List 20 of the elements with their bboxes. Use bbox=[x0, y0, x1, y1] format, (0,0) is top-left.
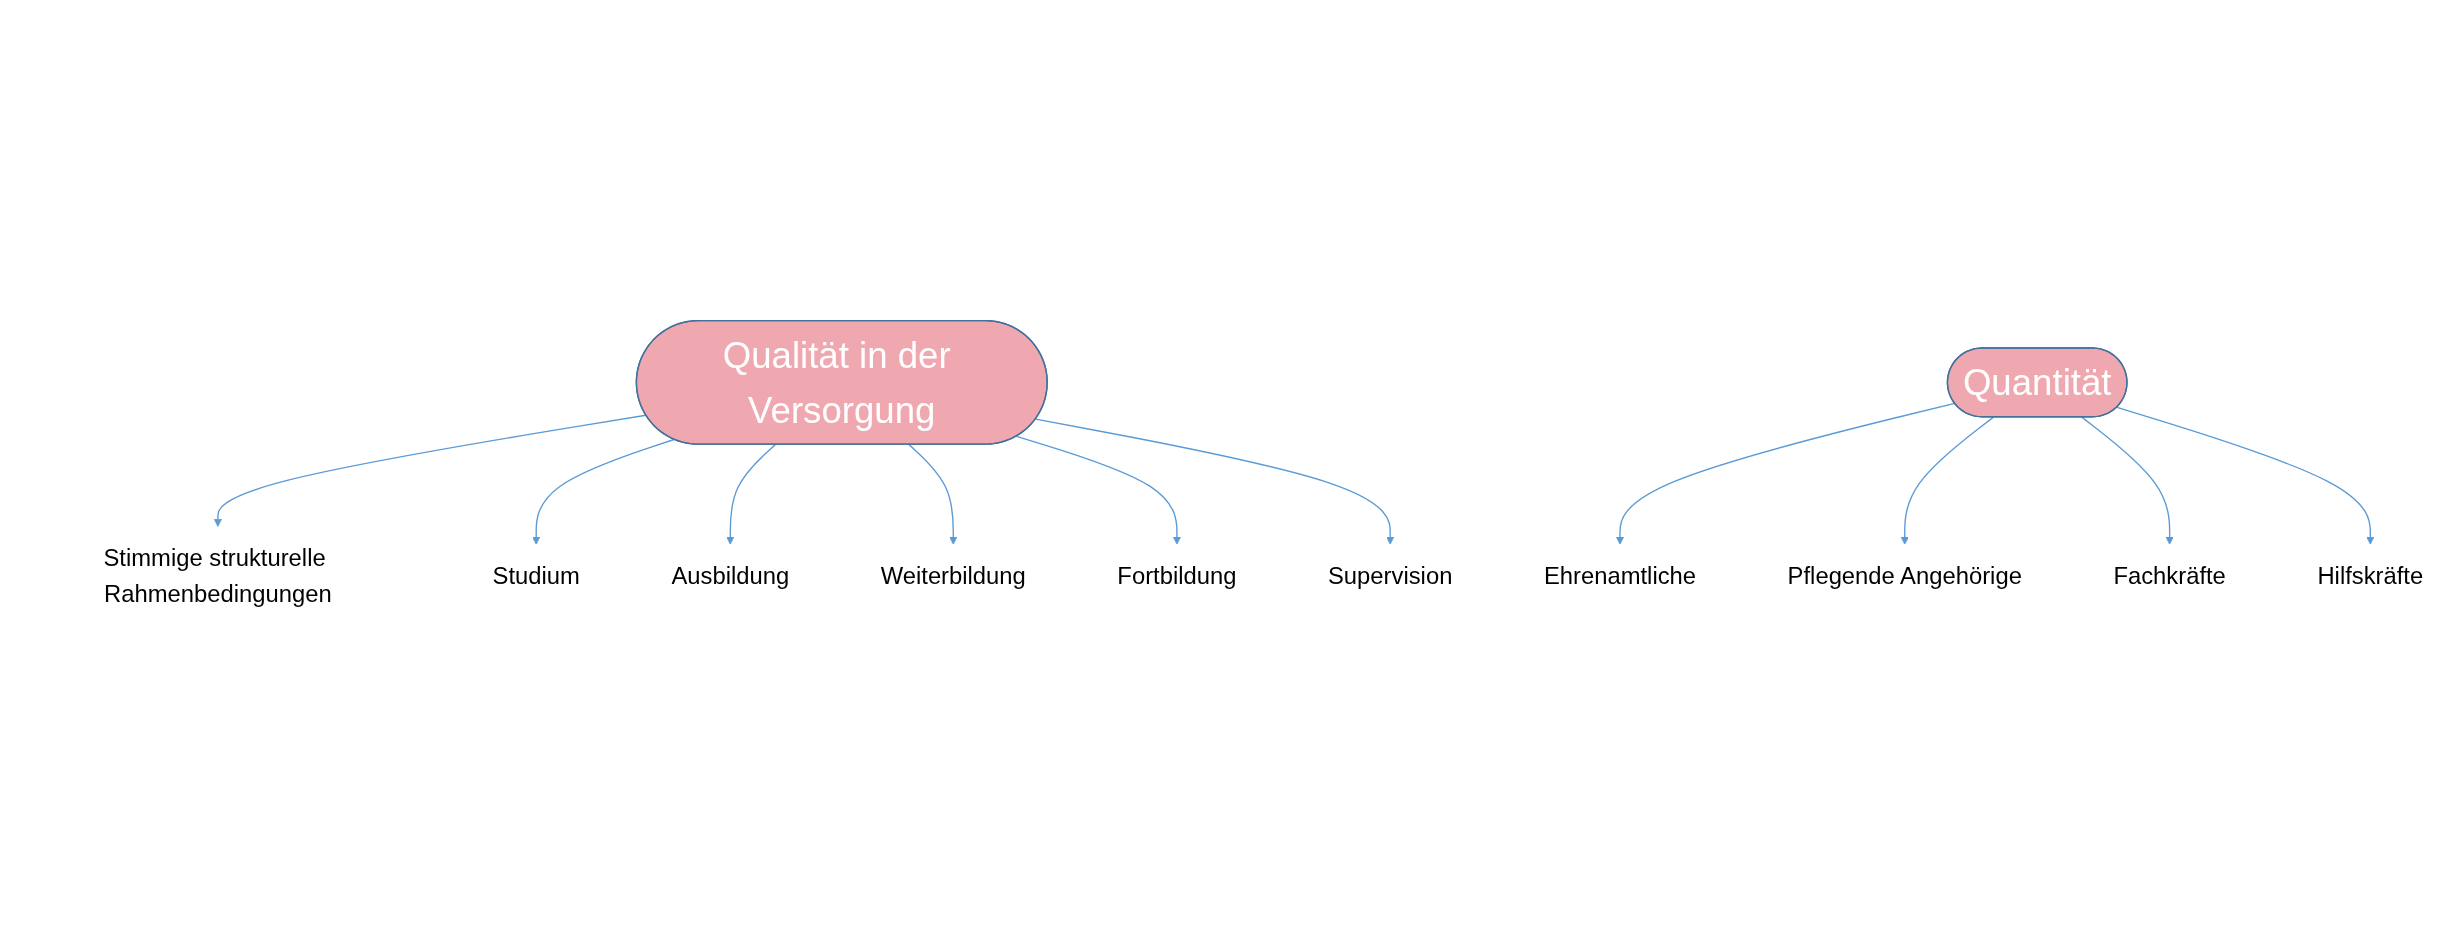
node-text: Ehrenamtliche bbox=[1543, 561, 1697, 590]
arrow bbox=[908, 443, 958, 545]
node-text: Studium bbox=[492, 561, 580, 590]
arrow bbox=[1015, 435, 1181, 545]
node-text: Ausbildung bbox=[671, 561, 790, 590]
node-text: Supervision bbox=[1328, 561, 1453, 590]
arrow bbox=[1615, 402, 1956, 545]
node-text: Hilfskräfte bbox=[2317, 561, 2424, 590]
arrow bbox=[2116, 406, 2375, 545]
node-text: Weiterbildung bbox=[880, 561, 1026, 590]
arrow bbox=[2081, 416, 2174, 545]
node-text: Fachkräfte bbox=[2113, 561, 2226, 590]
node-text: Fortbildung bbox=[1117, 561, 1237, 590]
arrow bbox=[532, 438, 675, 545]
arrow bbox=[726, 443, 776, 545]
node-text: Stimmige strukturelle Rahmenbedingungen bbox=[103, 543, 332, 608]
arrow bbox=[213, 414, 647, 527]
arrow bbox=[1035, 418, 1395, 545]
arrow bbox=[1900, 416, 1995, 545]
node-text: Pflegende Angehörige bbox=[1787, 561, 2022, 590]
